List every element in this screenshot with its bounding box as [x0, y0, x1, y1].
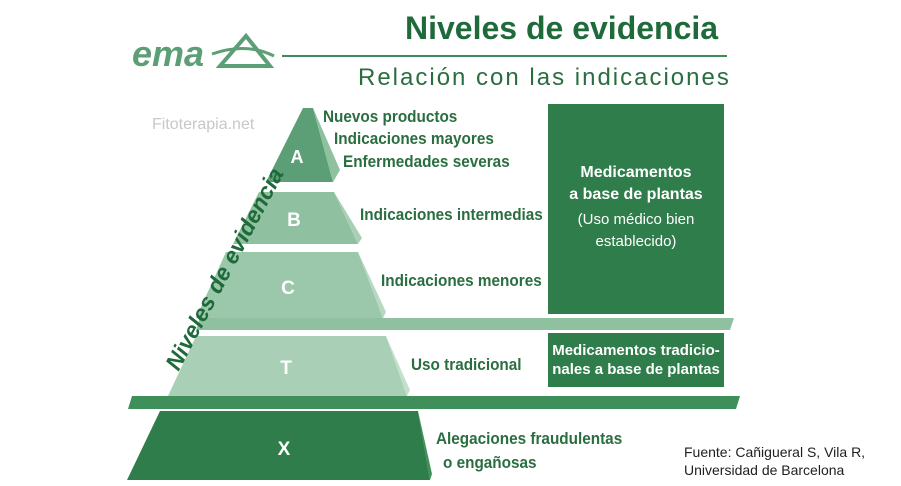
level-t-letter: T	[280, 358, 292, 379]
level-a-indication-3: Enfermedades severas	[343, 152, 510, 171]
level-b-indication: Indicaciones intermedias	[360, 205, 543, 224]
level-b-side	[334, 192, 362, 244]
level-x-indication-2: o engañosas	[443, 453, 537, 472]
level-c-front	[196, 252, 383, 318]
source-line1: Fuente: Cañigueral S, Vila R,	[684, 444, 866, 460]
watermark: Fitoterapia.net	[152, 116, 255, 133]
plant-medicines-box: Medicamentos a base de plantas (Uso médi…	[548, 104, 724, 314]
level-c-indication: Indicaciones menores	[381, 271, 542, 290]
shelf-upper	[196, 318, 734, 330]
level-b-front	[233, 192, 358, 244]
level-x-side	[418, 411, 432, 480]
traditional-medicines-box: Medicamentos tradicio- nales a base de p…	[548, 333, 724, 387]
level-t-indication: Uso tradicional	[411, 355, 522, 374]
title-divider	[282, 55, 727, 57]
level-t-front	[168, 336, 407, 396]
level-a-indication-2: Indicaciones mayores	[334, 129, 494, 148]
level-a-side	[313, 108, 340, 182]
level-c-letter: C	[281, 278, 295, 299]
level-a-indication-1: Nuevos productos	[323, 107, 458, 126]
plant-medicines-line3: (Uso médico bien	[577, 211, 695, 228]
level-a-letter: A	[291, 147, 304, 167]
level-x-indication-1: Alegaciones fraudulentas	[436, 429, 623, 448]
level-t-side	[386, 336, 410, 396]
page-title: Niveles de evidencia	[405, 10, 719, 46]
level-x-letter: X	[278, 439, 291, 460]
level-c-side	[358, 252, 386, 318]
page-subtitle: Relación con las indicaciones	[358, 64, 731, 91]
plant-medicines-line1: Medicamentos	[580, 164, 692, 181]
level-b-letter: B	[287, 210, 301, 231]
traditional-line2: nales a base de plantas	[552, 361, 720, 378]
ema-logo: ema	[128, 30, 278, 80]
source-line2: Universidad de Barcelona	[684, 462, 845, 478]
shelf-lower	[128, 396, 740, 409]
plant-medicines-line4: establecido)	[595, 233, 677, 250]
level-a-front	[266, 108, 333, 182]
level-x-front	[127, 411, 430, 480]
logo-text: ema	[132, 33, 204, 74]
plant-medicines-line2: a base de plantas	[569, 186, 703, 203]
traditional-line1: Medicamentos tradicio-	[552, 342, 720, 359]
source-citation: Fuente: Cañigueral S, Vila R, Universida…	[684, 443, 865, 479]
